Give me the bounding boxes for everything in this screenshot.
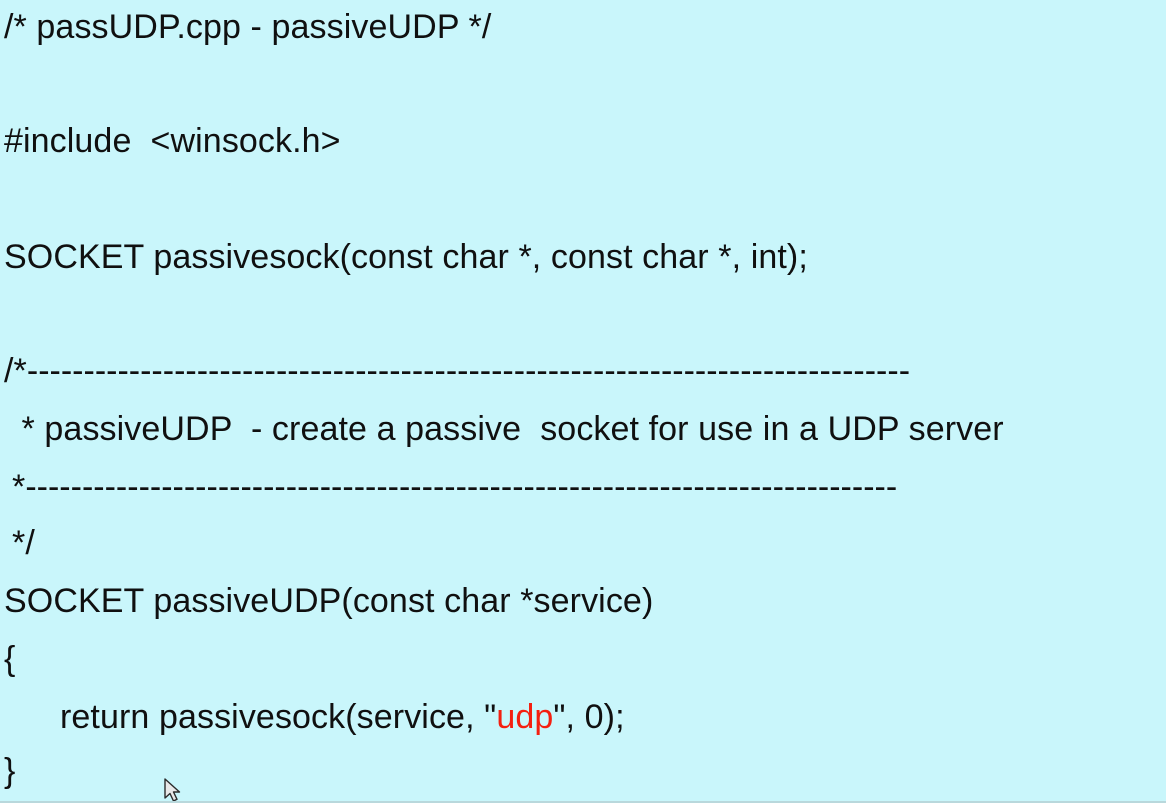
quote-open: " <box>484 698 497 736</box>
code-line-function-prototype: SOCKET passivesock(const char *, const c… <box>4 238 808 276</box>
code-line-brace-close: } <box>4 752 16 790</box>
code-line-banner-top: /*--------------------------------------… <box>4 352 910 391</box>
code-line-banner-close: */ <box>12 524 35 562</box>
code-line-banner-description: * passiveUDP - create a passive socket f… <box>12 410 1004 448</box>
string-literal-udp: udp <box>496 698 554 736</box>
banner-star-marker: * <box>12 468 26 506</box>
return-prefix: return passivesock(service, <box>60 698 485 736</box>
banner-rule-bottom: ----------------------------------------… <box>25 468 898 506</box>
code-line-banner-bottom: *---------------------------------------… <box>12 468 897 507</box>
banner-rule-top: ----------------------------------------… <box>26 352 911 390</box>
banner-open-marker: /* <box>4 352 27 390</box>
code-line-brace-open: { <box>4 640 16 678</box>
code-line-return-statement: return passivesock(service, "udp", 0); <box>60 698 625 737</box>
code-line-function-signature: SOCKET passiveUDP(const char *service) <box>4 582 654 620</box>
quote-close: " <box>553 698 566 736</box>
code-line-header-comment: /* passUDP.cpp - passiveUDP */ <box>4 8 492 46</box>
code-line-include-directive: #include <winsock.h> <box>4 122 341 160</box>
return-suffix: , 0); <box>565 698 625 736</box>
